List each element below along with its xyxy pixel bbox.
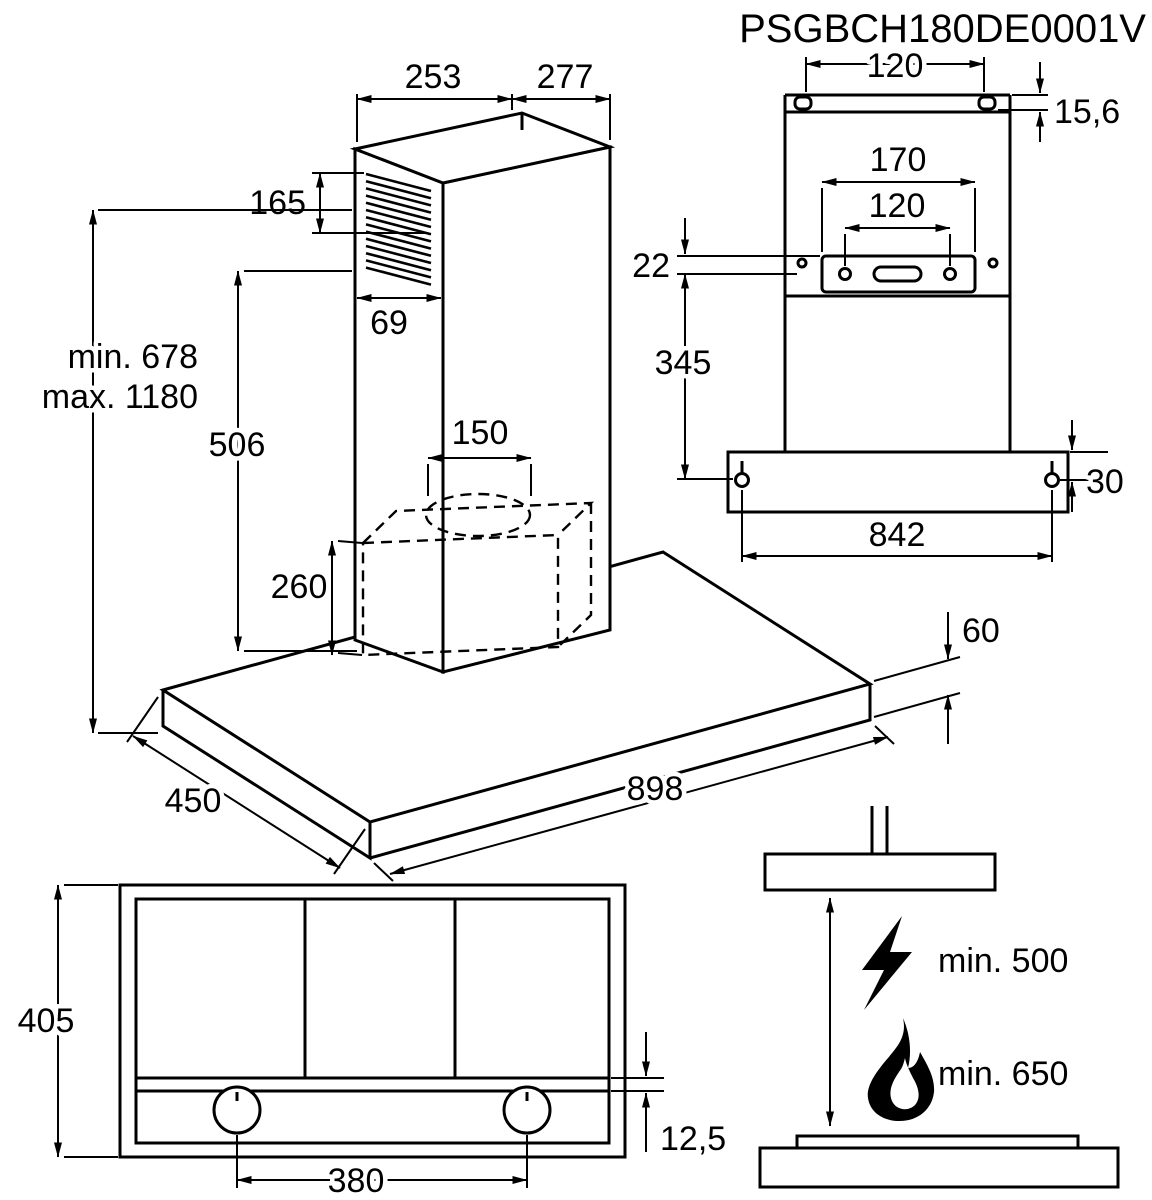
chimney-top-opening — [349, 111, 616, 185]
dim-label-chimney-height: 506 — [209, 426, 266, 464]
keyhole-slots — [734, 461, 1060, 488]
dim-label-vent-offset: 69 — [370, 304, 408, 342]
dim-label-bracket-hole-offset: 22 — [632, 247, 670, 285]
dim-label-base-hole-spacing: 842 — [869, 516, 926, 554]
lightning-bolt-icon — [862, 916, 912, 1010]
dim-vent-grille: 165 — [245, 172, 428, 234]
dim-chimney-top: 253 277 — [356, 54, 611, 142]
dim-bracket-hole-spacing: 120 — [844, 183, 951, 266]
bracket-center-slot — [872, 265, 923, 283]
dim-label-control-panel-offset: 12,5 — [660, 1120, 726, 1158]
chimney-stub — [870, 806, 889, 854]
clearance-view: min. 500 min. 650 — [758, 806, 1120, 1189]
front-view: 405 380 12,5 — [13, 883, 731, 1200]
wall-bracket — [796, 254, 999, 294]
dim-duct-diameter: 150 — [427, 410, 532, 496]
dim-label-duct-diameter: 150 — [452, 414, 509, 452]
dim-label-height-max: max. 1180 — [42, 378, 198, 416]
dim-top-slot-offset: 15,6 — [998, 62, 1125, 142]
worktop — [758, 1146, 1120, 1189]
drawing-number: PSGBCH180DE0001V — [739, 7, 1146, 51]
bracket-hole-right — [943, 267, 957, 281]
hood-section — [763, 852, 997, 892]
motor-box-front — [361, 533, 560, 657]
dim-vent-offset: 69 — [356, 294, 442, 347]
knob-ticks — [235, 1092, 529, 1101]
hob-surface — [795, 1134, 1080, 1150]
dim-chimney-height: 506 — [204, 270, 357, 652]
gas-clearance-label: min. 650 — [938, 1055, 1068, 1093]
dim-hood-body-height: 60 — [873, 608, 1004, 744]
duct-collar-hidden — [424, 492, 532, 538]
dim-label-bracket-hole-spacing: 120 — [869, 187, 926, 225]
dim-label-body-depth: 405 — [18, 1002, 75, 1040]
motor-box-top — [362, 501, 595, 544]
dim-hood-width: 898 — [373, 725, 895, 882]
dim-hood-depth: 450 — [126, 696, 366, 875]
dim-label-bracket-width: 170 — [870, 141, 927, 179]
panel-dividers — [303, 899, 457, 1078]
dim-control-panel-offset: 12,5 — [611, 1032, 731, 1163]
rear-base-plate — [726, 450, 1070, 514]
dim-knob-spacing: 380 — [236, 1135, 528, 1200]
dim-base-hole-spacing: 842 — [741, 490, 1053, 562]
dim-bracket-width: 170 — [821, 137, 976, 252]
dim-label-top-slot-offset: 15,6 — [1054, 93, 1120, 131]
dim-label-top-slot-spacing: 120 — [867, 47, 924, 85]
dim-top-slot-spacing: 120 — [805, 43, 985, 92]
dim-base-hole-offset: 30 — [1060, 420, 1128, 512]
top-mounting-slot-left — [793, 95, 813, 111]
dim-label-top-depth: 277 — [537, 58, 594, 96]
dim-inner-box-height: 260 — [266, 540, 363, 656]
rear-view: 120 15,6 170 120 22 345 — [628, 43, 1128, 562]
panel-hole-right — [987, 257, 999, 269]
dim-mounting-height: min. 678 max. 1180 — [37, 209, 352, 734]
front-inner-outline — [134, 897, 611, 1145]
flame-icon — [867, 1018, 935, 1122]
motor-box-side — [557, 503, 593, 648]
dim-label-knob-spacing: 380 — [328, 1162, 385, 1200]
motor-housing-hidden — [361, 492, 595, 657]
dim-label-height-min: min. 678 — [68, 338, 198, 376]
control-knob-left — [212, 1085, 262, 1135]
panel-hole-left — [796, 257, 808, 269]
dim-label-grille-height: 165 — [249, 184, 306, 222]
dim-label-bracket-to-base: 345 — [655, 344, 712, 382]
dim-body-depth: 405 — [13, 884, 118, 1158]
control-knob-right — [502, 1085, 552, 1135]
dim-label-hood-width: 898 — [627, 770, 684, 808]
electric-clearance-label: min. 500 — [938, 942, 1068, 980]
dim-label-base-hole-offset: 30 — [1086, 463, 1124, 501]
dim-label-inner-box-height: 260 — [271, 568, 328, 606]
dim-label-top-width: 253 — [405, 58, 462, 96]
dim-bracket-hole-offset: 22 — [628, 218, 820, 290]
top-mounting-slot-right — [977, 95, 997, 111]
isometric-view: 253 277 165 69 min. 678 max. 1180 506 15 — [37, 54, 1004, 882]
dim-label-hood-body-height: 60 — [962, 612, 1000, 650]
dim-bracket-to-base: 345 — [650, 273, 733, 480]
bracket-hole-left — [838, 267, 852, 281]
chimney-side-face — [441, 145, 612, 674]
dim-label-hood-depth: 450 — [165, 782, 222, 820]
